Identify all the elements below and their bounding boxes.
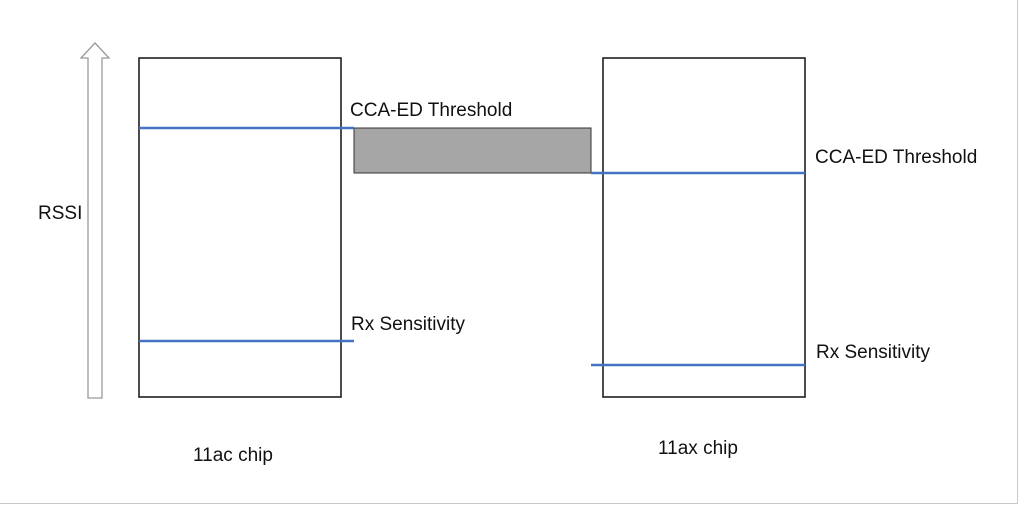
chip-11ax-rx-sensitivity-label: Rx Sensitivity [816, 342, 931, 363]
chip-11ax-cca-ed-threshold-label: CCA-ED Threshold [815, 147, 977, 168]
chip-11ac-box [138, 57, 342, 398]
chip-11ax-label: 11ax chip [658, 438, 738, 459]
threshold-gap-block [353, 127, 592, 174]
chip-11ac-cca-ed-threshold-label: CCA-ED Threshold [350, 100, 512, 121]
chip-11ax-box [602, 57, 806, 398]
chip-11ac-rx-sensitivity-label: Rx Sensitivity [351, 314, 466, 335]
rssi-axis-label: RSSI [38, 203, 82, 224]
rssi-arrow [79, 42, 111, 399]
chip-11ac-label: 11ac chip [193, 445, 273, 466]
